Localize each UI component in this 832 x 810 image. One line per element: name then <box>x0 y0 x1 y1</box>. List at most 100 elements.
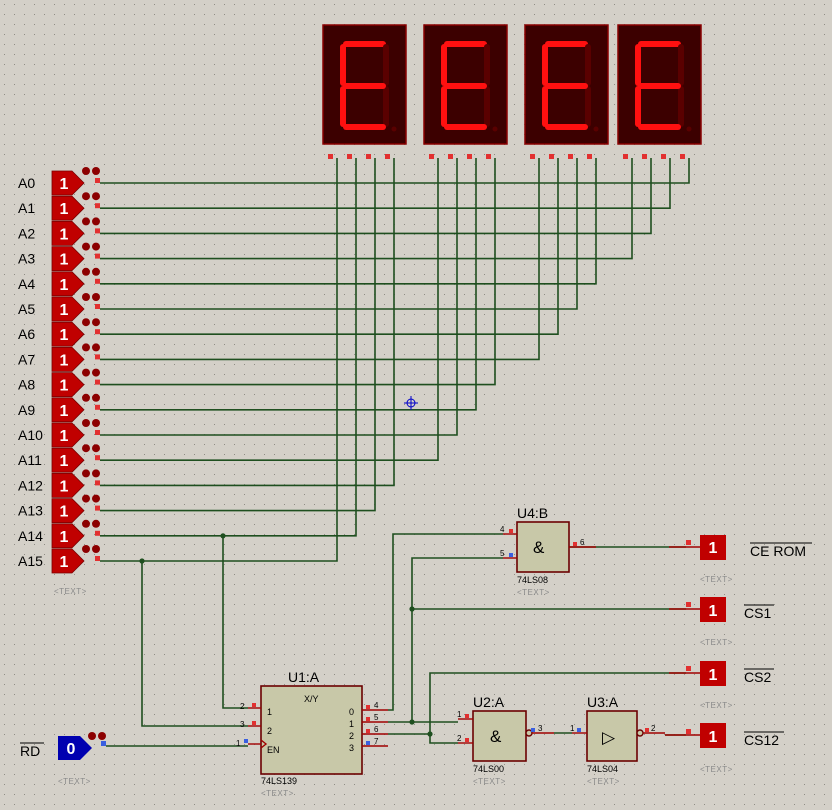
probe-icon <box>92 293 100 301</box>
address-bus-wire <box>100 158 496 386</box>
u1-pin-name-in0: 1 <box>267 707 272 717</box>
address-input-state-box[interactable] <box>51 296 85 322</box>
output-cs1-state-box[interactable] <box>700 597 726 622</box>
address-input-a9[interactable]: A9 1 <box>18 393 100 423</box>
address-input-state-box[interactable] <box>51 397 85 423</box>
u3-body[interactable] <box>586 710 638 762</box>
u3-pin-num-out: 2 <box>651 724 656 733</box>
display-pin <box>549 154 554 159</box>
segment-dp <box>686 126 692 132</box>
display-pin <box>486 154 491 159</box>
address-input-state: 1 <box>60 428 69 445</box>
address-input-state-box[interactable] <box>51 372 85 397</box>
u2-nand-gate[interactable]: U2:A & 74LS00 <TEXT> 1 2 3 <box>457 694 554 786</box>
display-pin <box>568 154 573 159</box>
address-input-state: 1 <box>60 403 69 420</box>
output-ce-rom-state-box[interactable] <box>700 535 726 560</box>
address-input-state: 1 <box>60 504 69 521</box>
output-ce-rom[interactable]: 1 <TEXT> CE ROM <box>669 535 812 584</box>
display-pin <box>680 154 685 159</box>
rd-input[interactable]: RD 0 <TEXT> <box>20 732 106 786</box>
address-input-state-box[interactable] <box>51 347 85 372</box>
output-ce-rom-text-placeholder: <TEXT> <box>700 575 733 584</box>
address-input-state-box[interactable] <box>51 498 85 523</box>
probe-icon <box>82 444 90 453</box>
address-input-state-box[interactable] <box>51 195 85 221</box>
output-cs2[interactable]: 1 <TEXT> CS2 <box>669 661 774 710</box>
probe-icon <box>92 419 100 427</box>
wire-junction <box>220 533 226 539</box>
seven-segment-display-2 <box>423 24 508 159</box>
output-cs12-state-box[interactable] <box>700 723 726 748</box>
rd-text-placeholder: <TEXT> <box>58 777 91 786</box>
address-input-label: A12 <box>18 477 43 493</box>
address-input-state-box[interactable] <box>51 246 85 271</box>
address-input-state: 1 <box>60 302 69 319</box>
u3-inverter[interactable]: U3:A ▷ 74LS04 <TEXT> 1 2 <box>570 694 665 786</box>
address-input-label: A9 <box>18 402 35 418</box>
probe-icon <box>82 368 90 377</box>
probe-icon <box>82 167 90 175</box>
address-input-state-box[interactable] <box>51 473 85 498</box>
u3-text-placeholder: <TEXT> <box>587 777 620 786</box>
address-input-state-box[interactable] <box>51 447 85 473</box>
address-input-label: A8 <box>18 377 35 393</box>
address-input-state-box[interactable] <box>51 422 85 448</box>
address-input-label: A10 <box>18 427 43 443</box>
address-input-label: A15 <box>18 553 43 569</box>
address-input-state-box[interactable] <box>51 548 85 574</box>
address-input-state-box[interactable] <box>51 221 85 246</box>
address-input-state-box[interactable] <box>51 523 85 549</box>
address-input-a10[interactable]: A10 1 <box>18 419 100 448</box>
address-bus-wire <box>100 158 652 235</box>
address-bus-wire <box>100 158 376 512</box>
address-bus-wire <box>100 158 338 562</box>
output-cs1[interactable]: 1 <TEXT> CS1 <box>669 597 774 647</box>
address-bus-wire <box>100 158 690 184</box>
u3-symbol: ▷ <box>602 728 616 747</box>
output-cs12-text-placeholder: <TEXT> <box>700 765 733 774</box>
wires <box>100 158 690 747</box>
display-pin <box>347 154 352 159</box>
rd-label: RD <box>20 743 40 759</box>
address-input-state-box[interactable] <box>51 321 85 347</box>
output-cs12[interactable]: 1 <TEXT> CS12 <box>665 723 784 774</box>
u1-decoder[interactable]: U1:A X/Y 74LS139 <TEXT> 2 3 1 1 2 EN 4 5… <box>236 669 388 798</box>
address-input-state-box[interactable] <box>51 170 85 196</box>
u4-body[interactable] <box>516 521 570 573</box>
probe-icon <box>92 519 100 528</box>
y0-to-u4-wire <box>388 533 503 711</box>
address-input-state: 1 <box>60 352 69 369</box>
u4-and-gate[interactable]: U4:B & 74LS08 <TEXT> 4 5 6 <box>500 505 596 597</box>
seven-segment-display-3 <box>524 24 609 159</box>
output-ce-rom-label: CE ROM <box>750 543 806 559</box>
probe-icon <box>82 242 90 251</box>
address-bus-wire <box>100 158 458 436</box>
output-cs12-state: 1 <box>709 729 718 746</box>
u1-body[interactable] <box>260 685 363 775</box>
u2-body[interactable] <box>472 710 527 762</box>
rd-state-toggle[interactable] <box>58 736 92 760</box>
address-bus-wire <box>100 158 477 411</box>
display-pin <box>448 154 453 159</box>
address-input-state-box[interactable] <box>51 271 85 297</box>
display-pin <box>661 154 666 159</box>
output-cs12-label: CS12 <box>744 732 779 748</box>
y2-to-u2-wire <box>388 733 458 744</box>
output-cs2-state-box[interactable] <box>700 661 726 686</box>
